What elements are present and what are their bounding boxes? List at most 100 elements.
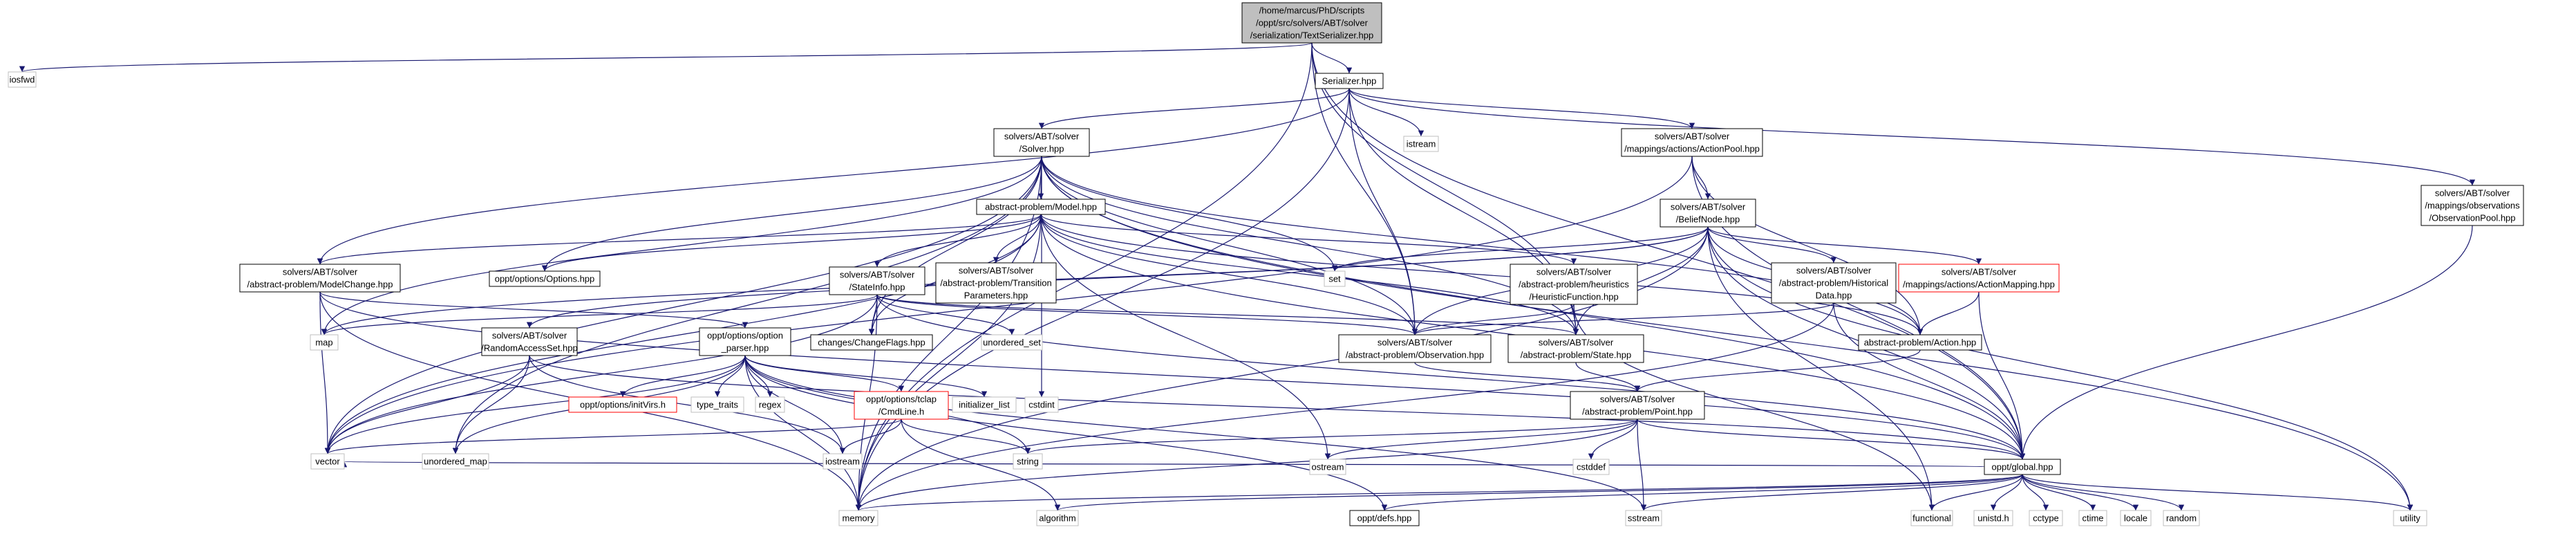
node-ctime-box	[2078, 510, 2107, 526]
node-modelchange-box	[239, 264, 401, 293]
node-cstdint[interactable]: cstdint	[1024, 396, 1059, 413]
node-observation[interactable]: solvers/ABT/solver/abstract-problem/Obse…	[1338, 334, 1492, 363]
node-global-box	[1984, 459, 2061, 475]
node-modelchange[interactable]: solvers/ABT/solver/abstract-problem/Mode…	[239, 264, 401, 293]
node-memory-box	[838, 510, 878, 526]
node-actionpool[interactable]: solvers/ABT/solver/mappings/actions/Acti…	[1621, 128, 1763, 157]
node-set[interactable]: set	[1324, 270, 1346, 287]
node-optionparser[interactable]: oppt/options/option_parser.hpp	[699, 327, 791, 356]
node-model[interactable]: abstract-problem/Model.hpp	[976, 199, 1106, 215]
edge-beliefnode-to-utility	[1707, 226, 2414, 511]
edge-global-to-ctime	[2022, 474, 2096, 511]
node-state[interactable]: solvers/ABT/solver/abstract-problem/Stat…	[1507, 334, 1644, 363]
node-initializer_list[interactable]: initializer_list	[952, 396, 1017, 413]
edge-beliefnode-to-state	[1572, 226, 1709, 335]
node-global[interactable]: oppt/global.hpp	[1984, 459, 2061, 475]
edge-randomaccess-to-unordered_map	[452, 355, 530, 454]
node-obspool-box	[2420, 185, 2524, 226]
node-regex-box	[755, 396, 785, 413]
node-sstream[interactable]: sstream	[1625, 510, 1662, 526]
node-cctype[interactable]: cctype	[2029, 510, 2063, 526]
node-memory[interactable]: memory	[838, 510, 878, 526]
node-initvirs-box	[568, 396, 677, 413]
node-functional[interactable]: functional	[1910, 510, 1953, 526]
node-utility[interactable]: utility	[2393, 510, 2427, 526]
node-transparams[interactable]: solvers/ABT/solver/abstract-problem/Tran…	[935, 262, 1057, 304]
node-historical[interactable]: solvers/ABT/solver/abstract-problem/Hist…	[1771, 262, 1897, 304]
edge-model-to-observation	[1040, 214, 1418, 335]
node-map[interactable]: map	[310, 334, 339, 351]
node-ostream-label: ostream	[1312, 462, 1344, 472]
node-solver-label: /Solver.hpp	[1019, 144, 1064, 154]
node-randomaccess[interactable]: solvers/ABT/solver/RandomAccessSet.hpp	[481, 327, 578, 356]
node-randomaccess-box	[481, 327, 578, 356]
node-observation-label: /abstract-problem/Observation.hpp	[1346, 350, 1484, 360]
node-cstddef-box	[1572, 459, 1610, 475]
node-root[interactable]: /home/marcus/PhD/scripts/oppt/src/solver…	[1241, 2, 1382, 44]
node-stateinfo-label: solvers/ABT/solver	[840, 270, 915, 280]
edge-modelchange-to-global	[319, 291, 2026, 460]
edge-historical-to-observation	[1412, 302, 1834, 335]
node-point[interactable]: solvers/ABT/solver/abstract-problem/Poin…	[1570, 391, 1705, 420]
edge-serializer-to-memory	[855, 88, 1350, 511]
node-type_traits[interactable]: type_traits	[690, 396, 744, 413]
node-heuristic[interactable]: solvers/ABT/solver/abstract-problem/heur…	[1510, 264, 1638, 305]
node-iostream[interactable]: iostream	[822, 453, 863, 470]
node-unordered_set[interactable]: unordered_set	[981, 334, 1043, 351]
dependency-edges	[19, 42, 2476, 511]
edge-global-to-vector	[344, 461, 1985, 468]
node-optionparser-box	[699, 327, 791, 356]
node-unordered_map[interactable]: unordered_map	[422, 453, 489, 470]
edge-optionparser-to-initvirs	[619, 355, 746, 398]
node-obspool-label: solvers/ABT/solver	[2435, 188, 2510, 199]
node-locale[interactable]: locale	[2120, 510, 2152, 526]
edge-solver-to-map	[321, 156, 1042, 335]
edge-optionparser-to-memory	[744, 355, 862, 511]
edge-global-to-utility	[2022, 474, 2414, 511]
node-unistd[interactable]: unistd.h	[1973, 510, 2013, 526]
node-defs[interactable]: oppt/defs.hpp	[1349, 510, 1420, 526]
node-options[interactable]: oppt/options/Options.hpp	[489, 270, 601, 287]
node-cmdline[interactable]: oppt/options/tclap/CmdLine.h	[854, 391, 949, 420]
node-ostream[interactable]: ostream	[1309, 459, 1346, 475]
node-root-label: /serialization/TextSerializer.hpp	[1250, 30, 1373, 41]
node-randomaccess-label: solvers/ABT/solver	[492, 331, 567, 341]
node-model-box	[976, 199, 1106, 215]
node-random[interactable]: random	[2163, 510, 2200, 526]
edge-cmdline-to-string	[901, 418, 1031, 454]
node-actionpool-box	[1621, 128, 1763, 157]
node-changeflags-label: changes/ChangeFlags.hpp	[818, 338, 925, 348]
node-randomaccess-label: /RandomAccessSet.hpp	[481, 343, 577, 353]
edge-optionparser-to-vector	[324, 355, 746, 454]
node-random-box	[2163, 510, 2200, 526]
node-beliefnode[interactable]: solvers/ABT/solver/BeliefNode.hpp	[1660, 199, 1756, 228]
node-cstddef[interactable]: cstddef	[1572, 459, 1610, 475]
node-actionmapping[interactable]: solvers/ABT/solver/mappings/actions/Acti…	[1898, 264, 2060, 293]
node-serializer[interactable]: Serializer.hpp	[1315, 73, 1384, 89]
node-root-box	[1241, 2, 1382, 44]
node-initvirs[interactable]: oppt/options/initVirs.h	[568, 396, 677, 413]
edge-point-to-ostream	[1324, 418, 1638, 460]
node-changeflags[interactable]: changes/ChangeFlags.hpp	[810, 334, 933, 351]
node-iosfwd[interactable]: iosfwd	[8, 71, 37, 88]
edge-serializer-to-modelchange	[317, 88, 1350, 265]
node-random-label: random	[2166, 513, 2197, 524]
node-initializer_list-box	[952, 396, 1017, 413]
node-solver[interactable]: solvers/ABT/solver/Solver.hpp	[993, 128, 1090, 157]
node-string[interactable]: string	[1013, 453, 1043, 470]
node-state-label: /abstract-problem/State.hpp	[1521, 350, 1631, 360]
node-istream[interactable]: istream	[1403, 136, 1439, 152]
node-transparams-label: solvers/ABT/solver	[959, 266, 1034, 276]
node-vector[interactable]: vector	[310, 453, 345, 470]
node-unordered_map-box	[422, 453, 489, 470]
node-obspool[interactable]: solvers/ABT/solver/mappings/observations…	[2420, 185, 2524, 226]
node-stateinfo[interactable]: solvers/ABT/solver/StateInfo.hpp	[829, 266, 925, 295]
node-algorithm[interactable]: algorithm	[1036, 510, 1079, 526]
node-cctype-box	[2029, 510, 2063, 526]
node-locale-label: locale	[2124, 513, 2147, 524]
node-ctime[interactable]: ctime	[2078, 510, 2107, 526]
node-action[interactable]: abstract-problem/Action.hpp	[1858, 334, 1982, 351]
edge-serializer-to-obspool	[1348, 88, 2476, 186]
node-actionpool-label: /mappings/actions/ActionPool.hpp	[1624, 144, 1760, 154]
node-regex[interactable]: regex	[755, 396, 785, 413]
